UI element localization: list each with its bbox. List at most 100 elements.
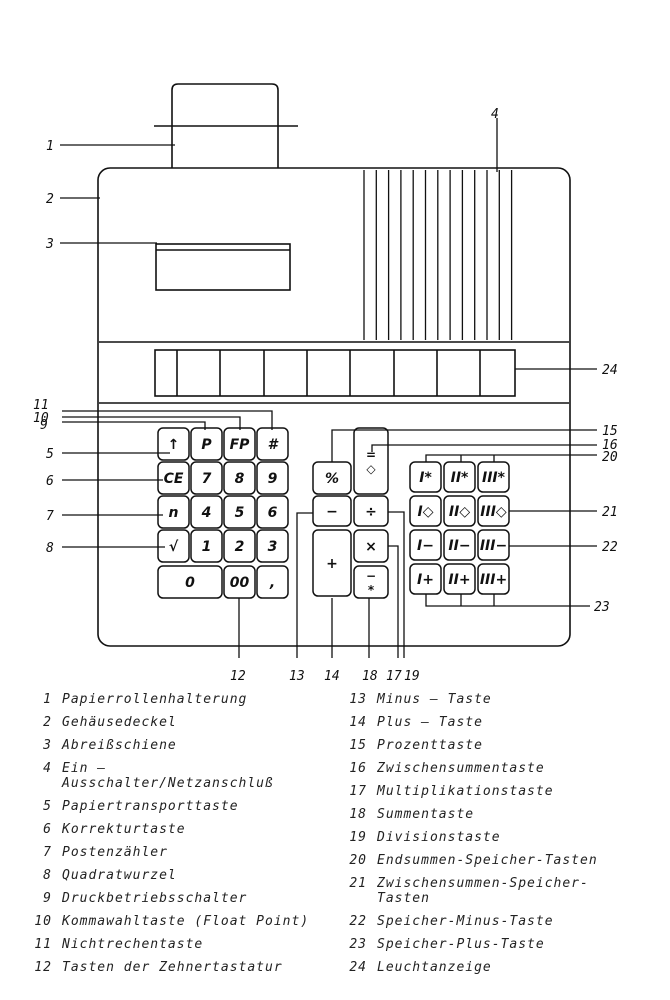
legend-text: Divisionstaste bbox=[377, 830, 501, 845]
minus-key[interactable]: − bbox=[312, 495, 352, 527]
legend-number: 21 bbox=[349, 876, 367, 891]
key-label: 6 bbox=[268, 505, 278, 521]
callout-4: 4 bbox=[491, 107, 499, 122]
numpad-key[interactable]: CE bbox=[157, 461, 190, 495]
legend-item: 10 Kommawahltaste (Float Point) bbox=[30, 910, 322, 933]
numpad-key[interactable]: P bbox=[190, 427, 223, 461]
key-label: ÷ bbox=[365, 504, 377, 520]
legend-text: Plus – Taste bbox=[377, 715, 483, 730]
numpad-key[interactable]: 2 bbox=[223, 529, 256, 563]
key-label: + bbox=[326, 556, 338, 572]
legend-number: 19 bbox=[349, 830, 367, 845]
numpad-key[interactable]: 1 bbox=[190, 529, 223, 563]
key-label: FP bbox=[230, 437, 251, 453]
leader-line-20 bbox=[425, 454, 597, 462]
display-window bbox=[154, 349, 516, 397]
key-label: I+ bbox=[417, 572, 434, 588]
total-key[interactable]: −* bbox=[353, 565, 389, 599]
memory-key[interactable]: I* bbox=[409, 461, 442, 493]
legend-number: 11 bbox=[34, 937, 52, 952]
key-label: 00 bbox=[230, 575, 250, 591]
memory-key[interactable]: II+ bbox=[443, 563, 476, 595]
memory-key[interactable]: II◇ bbox=[443, 495, 476, 527]
legend-text: Tasten der Zehnertastatur bbox=[62, 960, 283, 975]
legend-text: Kommawahltaste (Float Point) bbox=[62, 914, 310, 929]
memory-key[interactable]: III− bbox=[477, 529, 510, 561]
legend-number: 10 bbox=[34, 914, 52, 929]
legend-number: 7 bbox=[43, 845, 52, 860]
numpad-key[interactable]: FP bbox=[223, 427, 256, 461]
memory-key[interactable]: II* bbox=[443, 461, 476, 493]
legend-number: 17 bbox=[349, 784, 367, 799]
legend-text: Speicher-Plus-Taste bbox=[377, 937, 545, 952]
legend-text: Korrekturtaste bbox=[62, 822, 186, 837]
key-label: P bbox=[201, 437, 212, 453]
legend-number: 15 bbox=[349, 738, 367, 753]
memory-key[interactable]: III+ bbox=[477, 563, 510, 595]
paper-roll-holder bbox=[171, 83, 279, 168]
numpad-key[interactable]: √ bbox=[157, 529, 190, 563]
numpad-key-zero[interactable]: 0 bbox=[157, 565, 223, 599]
callout-20: 20 bbox=[602, 450, 618, 465]
memory-key[interactable]: III◇ bbox=[477, 495, 510, 527]
callout-7: 7 bbox=[46, 509, 54, 524]
callout-13: 13 bbox=[289, 669, 305, 680]
key-label: II◇ bbox=[449, 504, 470, 520]
memory-key[interactable]: II− bbox=[443, 529, 476, 561]
leader-line-13 bbox=[296, 512, 313, 658]
callout-9: 9 bbox=[40, 418, 48, 433]
memory-key[interactable]: I+ bbox=[409, 563, 442, 595]
legend-number: 18 bbox=[349, 807, 367, 822]
memory-key[interactable]: III* bbox=[477, 461, 510, 493]
key-label: III− bbox=[480, 538, 507, 554]
divide-key[interactable]: ÷ bbox=[353, 495, 389, 527]
percent-key[interactable]: % bbox=[312, 461, 352, 495]
legend-number: 3 bbox=[43, 738, 52, 753]
numpad-key[interactable]: 9 bbox=[256, 461, 289, 495]
numpad-key[interactable]: 6 bbox=[256, 495, 289, 529]
key-label: 7 bbox=[202, 471, 212, 487]
callout-19: 19 bbox=[404, 669, 420, 680]
numpad-key-comma[interactable]: , bbox=[256, 565, 289, 599]
housing-cover bbox=[97, 167, 571, 647]
numpad-key[interactable]: n bbox=[157, 495, 190, 529]
callout-22: 22 bbox=[602, 540, 618, 555]
subtotal-key[interactable]: =◇ bbox=[353, 427, 389, 495]
numpad-key[interactable]: 8 bbox=[223, 461, 256, 495]
plus-key[interactable]: + bbox=[312, 529, 352, 597]
key-label: * bbox=[368, 583, 375, 597]
memory-key[interactable]: I− bbox=[409, 529, 442, 561]
multiply-key[interactable]: × bbox=[353, 529, 389, 563]
callout-11: 11 bbox=[33, 398, 49, 413]
callout-1: 1 bbox=[46, 139, 54, 154]
key-label: n bbox=[169, 505, 179, 521]
key-label: , bbox=[269, 575, 275, 591]
key-label: 1 bbox=[202, 539, 212, 555]
numpad-key[interactable]: 4 bbox=[190, 495, 223, 529]
tear-off-bar bbox=[155, 243, 291, 291]
legend-text: Zwischensummen-Speicher-Tasten bbox=[377, 876, 589, 906]
callout-18: 18 bbox=[362, 669, 378, 680]
key-label: = bbox=[366, 448, 376, 462]
callout-24: 24 bbox=[602, 363, 618, 378]
numpad-key[interactable]: 7 bbox=[190, 461, 223, 495]
key-label: CE bbox=[164, 471, 184, 487]
legend-number: 12 bbox=[34, 960, 52, 975]
key-label: II− bbox=[448, 538, 470, 554]
numpad-key-double-zero[interactable]: 00 bbox=[223, 565, 256, 599]
memory-key[interactable]: I◇ bbox=[409, 495, 442, 527]
numpad-key[interactable]: 3 bbox=[256, 529, 289, 563]
numpad-key[interactable]: # bbox=[256, 427, 289, 461]
key-label: ↑ bbox=[168, 437, 180, 453]
numpad-key[interactable]: 5 bbox=[223, 495, 256, 529]
numpad-key[interactable]: ↑ bbox=[157, 427, 190, 461]
leader-line-9 bbox=[62, 421, 206, 430]
key-label: 8 bbox=[235, 471, 245, 487]
